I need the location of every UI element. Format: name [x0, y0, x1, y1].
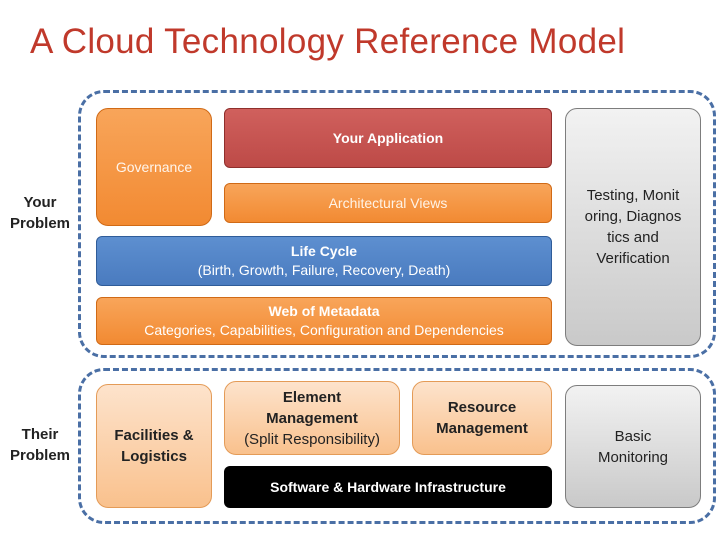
- testing-label: Testing, Monit oring, Diagnos tics and V…: [584, 187, 682, 267]
- infrastructure-box[interactable]: Software & Hardware Infrastructure: [224, 466, 552, 508]
- architectural-views-box[interactable]: Architectural Views: [224, 183, 552, 223]
- web-of-metadata-subtitle: Categories, Capabilities, Configuration …: [144, 322, 504, 338]
- their-problem-group: [78, 368, 716, 524]
- basic-monitoring-box[interactable]: Basic Monitoring: [565, 385, 701, 508]
- element-management-title: Element Management: [266, 388, 358, 427]
- page-title: A Cloud Technology Reference Model: [30, 22, 626, 61]
- your-application-label: Your Application: [332, 130, 444, 146]
- element-management-box[interactable]: Element Management (Split Responsibility…: [224, 381, 400, 455]
- governance-box[interactable]: Governance: [96, 108, 212, 226]
- element-management-subtitle: (Split Responsibility): [244, 430, 380, 448]
- testing-box[interactable]: Testing, Monit oring, Diagnos tics and V…: [565, 108, 701, 346]
- resource-management-box[interactable]: Resource Management: [412, 381, 552, 455]
- resource-management-label: Resource Management: [436, 399, 528, 437]
- architectural-views-label: Architectural Views: [328, 194, 448, 211]
- your-problem-label: Your Problem: [9, 194, 70, 232]
- web-of-metadata-box[interactable]: Web of Metadata Categories, Capabilities…: [96, 297, 552, 345]
- your-application-box[interactable]: Your Application: [224, 108, 552, 168]
- infrastructure-label: Software & Hardware Infrastructure: [270, 478, 506, 495]
- basic-monitoring-label: Basic Monitoring: [597, 427, 669, 466]
- facilities-label: Facilities & Logistics: [114, 427, 194, 465]
- life-cycle-title: Life Cycle: [290, 243, 358, 259]
- web-of-metadata-title: Web of Metadata: [268, 303, 380, 319]
- life-cycle-box[interactable]: Life Cycle (Birth, Growth, Failure, Reco…: [96, 236, 552, 286]
- facilities-box[interactable]: Facilities & Logistics: [96, 384, 212, 508]
- their-problem-label: Their Problem: [9, 426, 70, 464]
- your-problem-group: [78, 90, 716, 358]
- governance-label: Governance: [115, 158, 193, 175]
- life-cycle-subtitle: (Birth, Growth, Failure, Recovery, Death…: [197, 262, 451, 278]
